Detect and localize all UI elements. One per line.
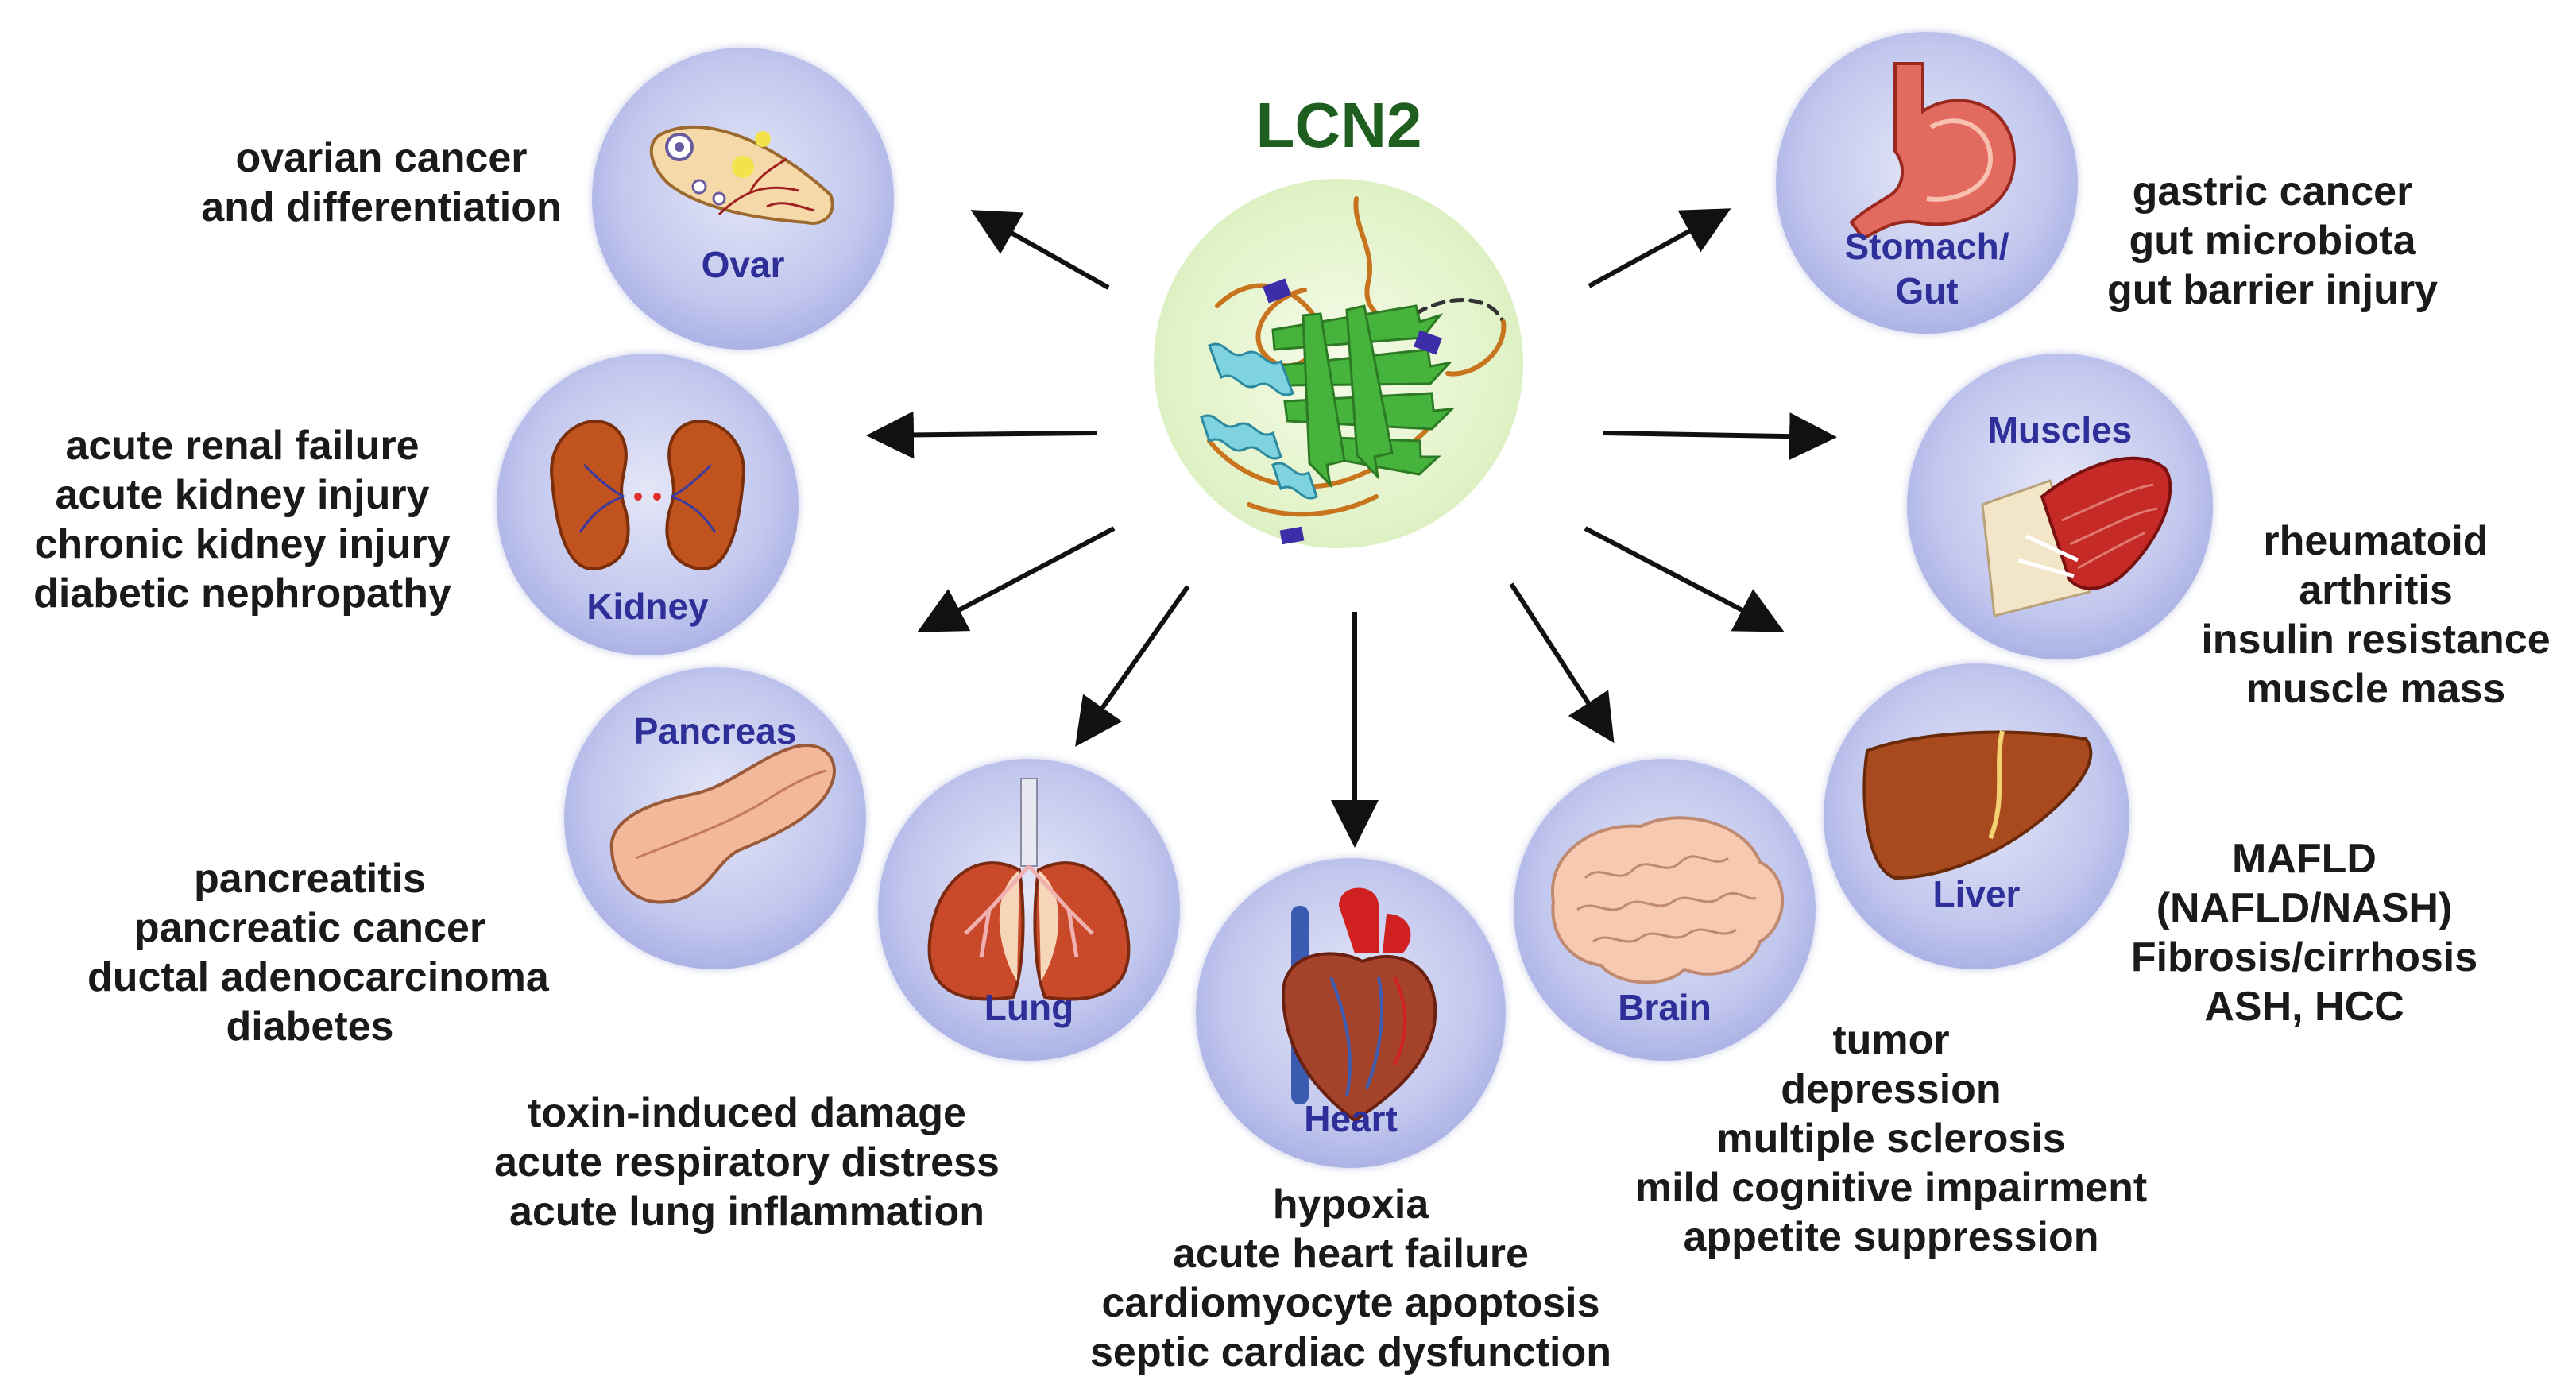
disease-item: pancreatitis <box>194 856 426 902</box>
disease-item: multiple sclerosis <box>1716 1116 2066 1162</box>
ovary-icon <box>649 125 834 225</box>
disease-list-ovar: ovarian cancer and differentiation <box>159 133 604 232</box>
disease-item: hypoxia <box>1272 1181 1429 1228</box>
arrow-to-brain <box>1509 582 1615 744</box>
disease-item: gut barrier injury <box>2106 267 2439 313</box>
organ-label-kidney: Kidney <box>586 586 709 627</box>
arrow-to-stomach <box>1588 208 1731 288</box>
disease-list-muscles: rheumatoid arthritis insulin resistance … <box>2177 516 2574 713</box>
arrow-to-ovar <box>970 210 1110 290</box>
disease-item: muscle mass <box>2245 666 2506 712</box>
organ-lung: Lung <box>878 759 1180 1061</box>
disease-item: tumor <box>1832 1017 1950 1063</box>
disease-item: acute lung inflammation <box>509 1189 985 1235</box>
organ-ovar: Ovar <box>592 48 894 350</box>
organ-label-lung: Lung <box>984 987 1074 1028</box>
disease-item: toxin-induced damage <box>528 1090 966 1136</box>
disease-item: depression <box>1781 1066 2002 1112</box>
organ-label-heart: Heart <box>1304 1098 1398 1139</box>
organ-heart: Heart <box>1196 858 1506 1168</box>
muscle-icon <box>1981 456 2172 617</box>
organ-stomach: Stomach/ Gut <box>1776 32 2078 334</box>
disease-list-lung: toxin-induced damage acute respiratory d… <box>461 1089 1033 1236</box>
disease-item: cardiomyocyte apoptosis <box>1101 1280 1600 1326</box>
liver-icon <box>1862 730 2093 880</box>
arrow-to-liver <box>1584 526 1785 632</box>
disease-list-heart: hypoxia acute heart failure cardiomyocyt… <box>1049 1180 1653 1377</box>
organ-label-stomach-line1: Stomach/ <box>1844 226 2009 267</box>
disease-item: ASH, HCC <box>2204 984 2404 1030</box>
disease-item: (NAFLD/NASH) <box>2156 885 2453 931</box>
organ-label-muscles: Muscles <box>1987 409 2133 451</box>
lcn2-protein-circle <box>1154 179 1523 548</box>
lung-icon <box>927 778 1131 1001</box>
brain-icon <box>1550 816 1785 984</box>
organ-brain: Brain <box>1514 759 1816 1061</box>
disease-list-pancreas: pancreatitis pancreatic cancer ductal ad… <box>87 854 549 1051</box>
arrow-to-kidney <box>866 411 1097 459</box>
disease-item: diabetes <box>226 1003 394 1050</box>
disease-item: chronic kidney injury <box>34 521 451 567</box>
disease-item: gut microbiota <box>2129 218 2416 264</box>
disease-item: pancreatic cancer <box>133 905 486 951</box>
disease-item: acute kidney injury <box>55 472 430 518</box>
disease-list-liver: MAFLD (NAFLD/NASH) Fibrosis/cirrhosis AS… <box>2098 834 2511 1031</box>
disease-item: septic cardiac dysfunction <box>1090 1329 1611 1375</box>
disease-item: MAFLD <box>2232 836 2377 882</box>
disease-item: arthritis <box>2299 567 2453 613</box>
disease-item: appetite suppression <box>1683 1214 2099 1260</box>
heart-icon <box>1281 887 1437 1123</box>
disease-item: ovarian cancer <box>235 135 528 181</box>
protein-structure-icon <box>1200 196 1507 545</box>
organ-label-stomach-line2: Gut <box>1895 270 1959 311</box>
organ-label-ovar: Ovar <box>701 244 785 285</box>
disease-item: acute heart failure <box>1173 1231 1529 1277</box>
disease-list-brain: tumor depression multiple sclerosis mild… <box>1605 1015 2177 1262</box>
pancreas-icon <box>609 744 836 904</box>
organ-kidney: Kidney <box>497 354 799 655</box>
disease-list-stomach: gastric cancer gut microbiota gut barrie… <box>2066 167 2479 315</box>
arrow-to-lung <box>1075 585 1190 747</box>
disease-item: Fibrosis/cirrhosis <box>2130 934 2478 980</box>
disease-item: mild cognitive impairment <box>1634 1165 2148 1211</box>
disease-item: diabetic nephropathy <box>33 570 451 617</box>
stomach-icon <box>1849 62 2017 241</box>
disease-item: ductal adenocarcinoma <box>87 954 549 1000</box>
arrow-to-pancreas <box>917 526 1116 632</box>
kidney-icon <box>550 420 745 571</box>
organ-pancreas: Pancreas <box>564 667 866 969</box>
disease-item: insulin resistance <box>2201 617 2551 663</box>
disease-list-kidney: acute renal failure acute kidney injury … <box>8 421 477 618</box>
disease-item: acute respiratory distress <box>494 1139 1000 1185</box>
organ-liver: Liver <box>1824 663 2129 969</box>
organ-label-brain: Brain <box>1618 987 1712 1028</box>
disease-item: gastric cancer <box>2132 168 2413 215</box>
organ-label-liver: Liver <box>1932 873 2021 915</box>
disease-item: and differentiation <box>201 184 562 230</box>
disease-item: acute renal failure <box>65 423 420 469</box>
disease-item: rheumatoid <box>2263 518 2489 564</box>
organ-label-pancreas: Pancreas <box>633 710 797 752</box>
organ-muscles: Muscles <box>1907 354 2213 659</box>
diagram-title: LCN2 <box>1255 90 1422 160</box>
arrow-to-muscles <box>1603 412 1837 461</box>
